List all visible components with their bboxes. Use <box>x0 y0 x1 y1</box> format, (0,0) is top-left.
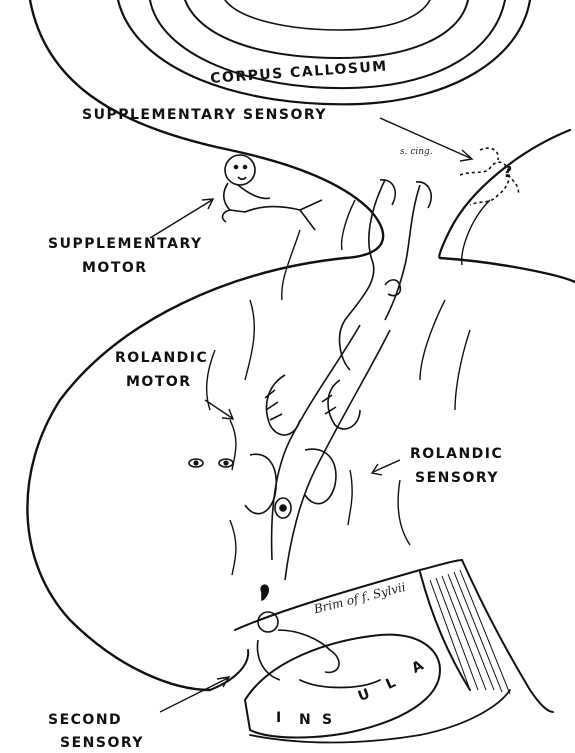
label-supplementary-motor-line1: SUPPLEMENTARY <box>48 236 203 252</box>
label-insula-n: N <box>299 712 312 728</box>
label-insula-a: A <box>409 657 427 677</box>
label-question-mark: ? <box>503 162 514 181</box>
label-insula-s: S <box>322 712 334 728</box>
label-second-sensory-line1: SECOND <box>48 712 122 728</box>
corpus-callosum-arcs <box>118 0 530 104</box>
label-rolandic-sensory-line2: SENSORY <box>415 470 499 486</box>
label-insula-u: U <box>356 685 374 704</box>
supplementary-motor-figure <box>223 155 322 230</box>
sulci <box>207 200 490 575</box>
label-rolandic-sensory-line1: ROLANDIC <box>410 446 503 462</box>
label-supplementary-motor-line2: MOTOR <box>82 260 148 276</box>
label-insula-i: I <box>276 710 283 726</box>
tongue-icon <box>261 585 268 600</box>
label-rolandic-motor-line1: ROLANDIC <box>115 350 208 366</box>
eye-icon <box>189 459 233 467</box>
label-second-sensory-line2: SENSORY <box>60 735 144 751</box>
label-supplementary-sensory: SUPPLEMENTARY SENSORY <box>82 107 327 123</box>
label-rolandic-motor-line2: MOTOR <box>126 374 192 390</box>
pointer-arrows <box>150 118 472 712</box>
label-corpus-callosum: CORPUS CALLOSUM <box>210 58 388 86</box>
label-insula-l: L <box>383 674 399 693</box>
label-s-cing: s. cing. <box>400 147 433 157</box>
